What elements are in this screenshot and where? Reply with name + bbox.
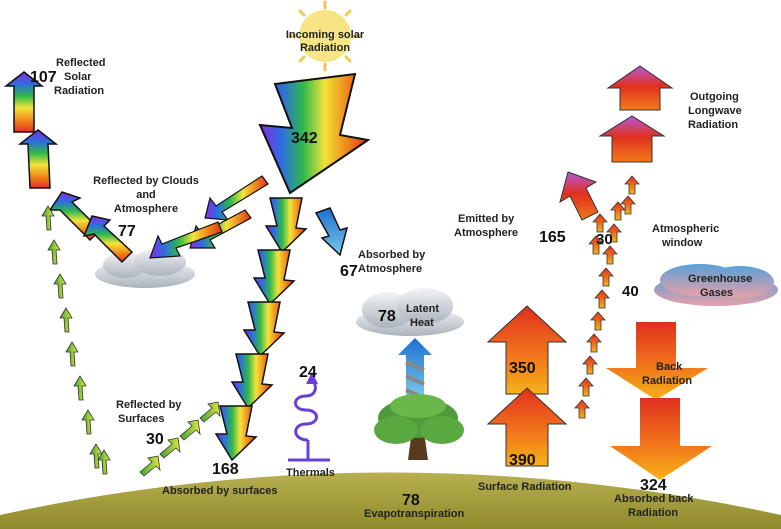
greenhouse-value: 40 bbox=[622, 283, 639, 300]
latent-heat-value: 78 bbox=[378, 308, 396, 325]
outgoing-longwave-arrow-2 bbox=[606, 65, 674, 111]
outgoing-longwave-label-3: Radiation bbox=[688, 119, 738, 131]
reflected-solar-label-1: Reflected bbox=[56, 57, 106, 69]
absorbed-atmosphere-value: 67 bbox=[340, 263, 358, 280]
outgoing-longwave-arrow-1 bbox=[598, 115, 666, 163]
surface-reflection-column bbox=[41, 205, 111, 475]
thermals-value: 24 bbox=[299, 364, 317, 381]
surface-radiation-label: Surface Radiation bbox=[478, 481, 572, 493]
ground bbox=[0, 472, 781, 529]
thermals-label: Thermals bbox=[286, 467, 335, 479]
back-radiation-label-1: Back bbox=[656, 361, 683, 373]
emitted-atmosphere-label-2: Atmosphere bbox=[454, 227, 518, 239]
sun-icon bbox=[288, 0, 362, 72]
tree-icon bbox=[374, 394, 464, 460]
surface-radiation-arrow bbox=[486, 387, 568, 467]
absorbed-surfaces-value: 168 bbox=[212, 461, 239, 478]
reflected-clouds-arrows bbox=[149, 175, 269, 259]
reflected-solar-label-3: Radiation bbox=[54, 85, 104, 97]
reflected-clouds-value: 77 bbox=[118, 223, 136, 240]
greenhouse-label-1: Greenhouse bbox=[688, 273, 752, 285]
greenhouse-cloud bbox=[654, 264, 778, 306]
latent-heat-label-1: Latent bbox=[406, 303, 439, 315]
thermals-icon bbox=[288, 378, 330, 462]
incoming-solar-label-2: Radiation bbox=[300, 42, 350, 54]
absorbed-atmosphere-label-1: Absorbed by bbox=[358, 249, 426, 261]
absorbed-surfaces-chain bbox=[214, 197, 308, 462]
reflected-surfaces-label-2: Surfaces bbox=[118, 413, 164, 425]
reflected-solar-value: 107 bbox=[30, 69, 57, 86]
absorbed-back-arrow bbox=[610, 398, 712, 480]
absorbed-back-label-1: Absorbed back bbox=[614, 493, 694, 505]
incoming-solar-label-1: Incoming solar bbox=[286, 29, 365, 41]
cloud-latent bbox=[356, 288, 464, 336]
absorbed-back-value: 324 bbox=[640, 477, 667, 494]
incoming-solar-arrow bbox=[258, 72, 371, 195]
outgoing-longwave-label-1: Outgoing bbox=[690, 91, 739, 103]
reflected-clouds-label-3: Atmosphere bbox=[114, 203, 178, 215]
reflected-solar-label-2: Solar bbox=[64, 71, 92, 83]
cloud-left bbox=[95, 248, 195, 288]
reflected-surfaces-label-1: Reflected by bbox=[116, 399, 182, 411]
incoming-value: 342 bbox=[291, 130, 318, 147]
outgoing-longwave-label-2: Longwave bbox=[688, 105, 742, 117]
window-value: 30 bbox=[596, 231, 613, 248]
reflected-surfaces-value: 30 bbox=[146, 431, 164, 448]
window-arrows bbox=[574, 175, 640, 419]
reflected-solar-arrows bbox=[3, 71, 134, 264]
atmospheric-window-label-2: window bbox=[661, 237, 703, 249]
absorbed-back-label-2: Radiation bbox=[628, 507, 678, 519]
reflected-clouds-label-1: Reflected by Clouds bbox=[93, 175, 199, 187]
greenhouse-label-2: Gases bbox=[700, 287, 733, 299]
evapotranspiration-label: Evapotranspiration bbox=[364, 508, 465, 520]
absorbed-atmosphere-arrow bbox=[314, 207, 349, 257]
back-radiation-arrow bbox=[606, 322, 708, 400]
thermals-arrowhead-icon bbox=[306, 372, 318, 384]
reflected-surfaces-arrows bbox=[139, 401, 221, 477]
back-radiation-label-2: Radiation bbox=[642, 375, 692, 387]
emitted-atmosphere-label-1: Emitted by bbox=[458, 213, 515, 225]
reflected-clouds-label-2: and bbox=[136, 189, 156, 201]
evapotranspiration-value: 78 bbox=[402, 492, 420, 509]
emitted-atmosphere-arrow bbox=[559, 171, 599, 221]
back-radiation-upper-arrow bbox=[486, 305, 568, 395]
surface-radiation-value: 390 bbox=[509, 452, 536, 469]
latent-heat-label-2: Heat bbox=[410, 317, 434, 329]
back-radiation-value: 350 bbox=[509, 360, 536, 377]
emitted-atmosphere-value: 165 bbox=[539, 229, 566, 246]
absorbed-surfaces-label: Absorbed by surfaces bbox=[162, 485, 278, 497]
absorbed-atmosphere-label-2: Atmosphere bbox=[358, 263, 422, 275]
atmospheric-window-label-1: Atmospheric bbox=[652, 223, 719, 235]
